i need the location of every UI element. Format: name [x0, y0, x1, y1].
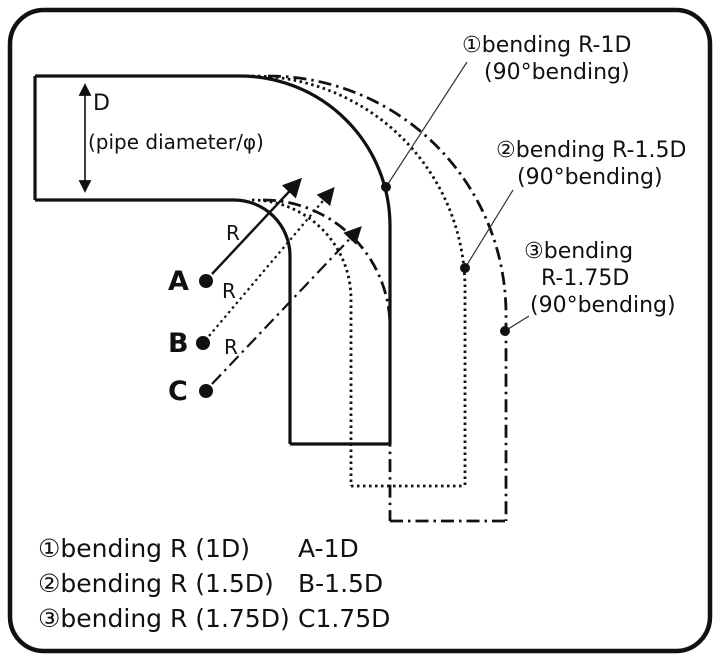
legend-row-3-right: C1.75D	[298, 604, 390, 633]
radius-label-b: R	[222, 279, 236, 303]
callout-2-line-1: ②bending R-1.5D	[496, 138, 686, 163]
radius-arrow-b	[208, 186, 335, 337]
diagram-border	[7, 7, 713, 654]
point-a-label: A	[168, 266, 189, 297]
callout-3-line-1: ③bending	[524, 239, 633, 264]
callout-2-leader-line	[464, 189, 514, 269]
legend-row-1-left: ①bending R (1D)	[38, 534, 250, 563]
bend-center-points	[196, 274, 213, 398]
legend-row-2-right: B-1.5D	[298, 569, 383, 598]
callout-2-line-2: (90°bending)	[517, 165, 663, 190]
legend-row-1-right: A-1D	[298, 534, 359, 563]
pipe-bend-1d	[33, 74, 392, 446]
callout-2-anchor-dot	[460, 263, 470, 273]
radius-label-a: R	[226, 221, 240, 245]
radius-label-c: R	[224, 335, 238, 359]
legend-row-3-left: ③bending R (1.75D)	[38, 604, 290, 633]
point-b-label: B	[168, 328, 189, 359]
legend: ①bending R (1D) A-1D ②bending R (1.5D) B…	[38, 534, 390, 633]
callout-1-line-2: (90°bending)	[484, 60, 630, 85]
pipe-1d-outer-line	[35, 74, 392, 444]
point-b-marker	[196, 336, 210, 350]
callout-3-line-3: (90°bending)	[530, 293, 676, 318]
legend-row-2-left: ②bending R (1.5D)	[38, 569, 274, 598]
radius-arrow-a	[211, 177, 302, 275]
pipe-bend-1p5d	[251, 74, 467, 488]
callout-1-anchor-dot	[381, 182, 391, 192]
point-c-marker	[199, 384, 213, 398]
diameter-label: D	[93, 91, 110, 116]
pipe-1p5d-outer-line	[251, 74, 467, 486]
diameter-sublabel: (pipe diameter/φ)	[88, 130, 264, 154]
callout-1-line-1: ①bending R-1D	[462, 33, 631, 58]
radius-arrow-c	[211, 226, 362, 385]
point-a-marker	[199, 274, 213, 288]
pipe-1d-inner-line	[35, 198, 292, 444]
callout-1-leader-line	[385, 61, 468, 188]
radius-arrows	[208, 177, 362, 385]
callout-anchors	[381, 182, 510, 336]
pipe-1p75d-outer-line	[267, 74, 508, 521]
callout-3-line-2: R-1.75D	[541, 266, 629, 291]
point-c-label: C	[168, 376, 188, 407]
callout-3-anchor-dot	[500, 326, 510, 336]
